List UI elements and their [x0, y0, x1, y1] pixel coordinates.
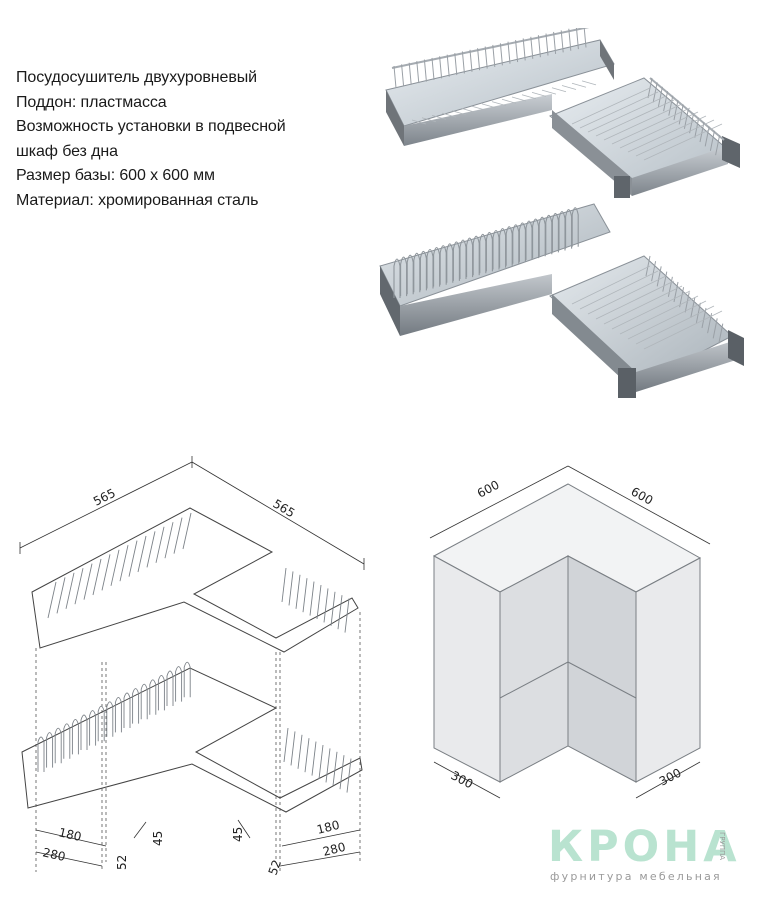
description-line-6: Материал: хромированная сталь [16, 191, 259, 209]
description-line-5: Размер базы: 600 х 600 мм [16, 167, 215, 184]
cabinet-dim-600-left: 600 [475, 478, 502, 501]
rack-dimension-drawing: 565 565 180 280 52 45 45 52 180 280 [14, 452, 374, 892]
dim-52-left: 52 [115, 855, 129, 870]
cabinet-dimension-drawing: 600 600 300 300 [418, 452, 718, 812]
description-line-2: Поддон: пластмасса [16, 93, 167, 111]
dim-565-left: 565 [91, 486, 118, 509]
product-description: Посудосушитель двухуровневый Поддон: пла… [16, 66, 346, 213]
lower-rack-photo [374, 196, 746, 414]
brand-vertical-text: ГРУППА [718, 832, 726, 861]
dim-45-left: 45 [151, 831, 165, 846]
dim-180-left: 180 [57, 825, 82, 844]
description-line-4: шкаф без дна [16, 142, 118, 160]
dim-52-right: 52 [266, 858, 284, 877]
cabinet-dim-600-right: 600 [629, 484, 656, 507]
brand-name: КРОНА [548, 822, 741, 872]
dim-180-right: 180 [315, 818, 341, 837]
dim-280-left: 280 [41, 845, 66, 864]
description-line-1: Посудосушитель двухуровневый [16, 69, 257, 86]
brand-logo: КРОНА ГРУППА фурнитура мебельная [548, 824, 758, 894]
brand-tagline: фурнитура мебельная [550, 870, 722, 883]
cabinet-dim-300-left: 300 [449, 768, 476, 791]
dim-45-right: 45 [231, 827, 245, 842]
description-line-3: Возможность установки в подвесной [16, 118, 286, 135]
upper-rack-photo [382, 28, 744, 213]
dim-280-right: 280 [321, 840, 347, 859]
